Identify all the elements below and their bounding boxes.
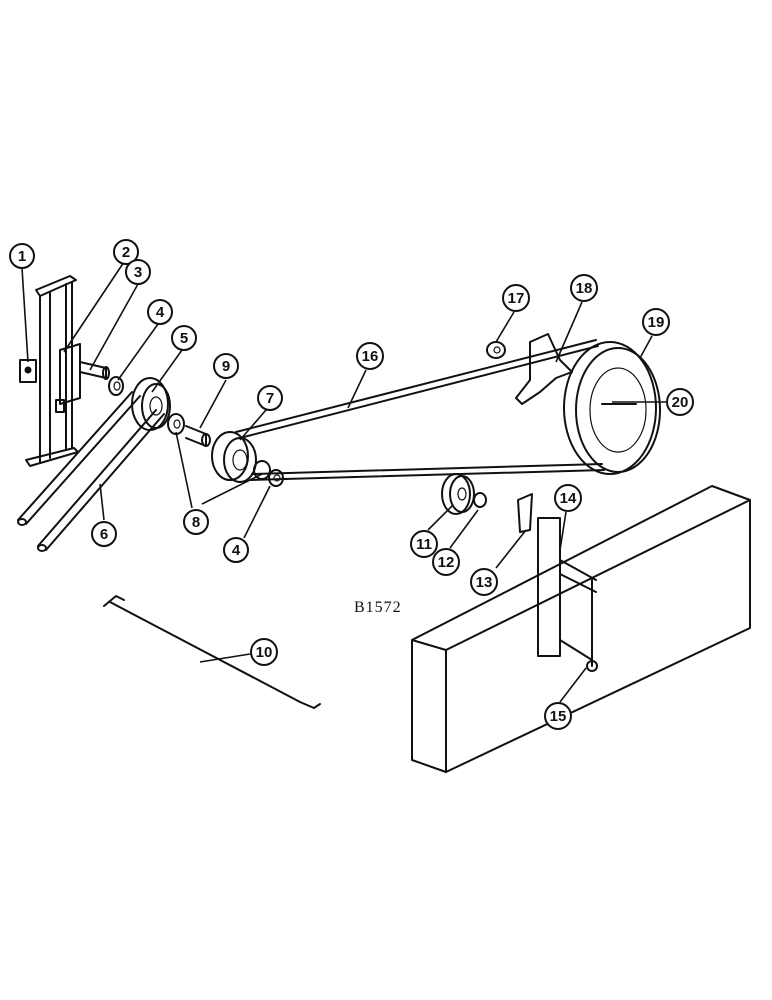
svg-text:9: 9 xyxy=(222,358,230,375)
callout-1: 1 xyxy=(9,243,35,269)
svg-text:12: 12 xyxy=(438,554,455,571)
svg-text:3: 3 xyxy=(134,264,142,281)
collar-upper-drawing xyxy=(108,376,124,396)
bearings-drawing xyxy=(167,413,284,487)
svg-text:6: 6 xyxy=(100,526,108,543)
svg-text:14: 14 xyxy=(560,490,577,507)
callout-4-lower: 4 xyxy=(223,537,249,563)
svg-text:18: 18 xyxy=(576,280,593,297)
svg-text:7: 7 xyxy=(266,390,274,407)
svg-text:11: 11 xyxy=(416,536,432,553)
callout-2: 2 xyxy=(113,239,139,265)
svg-text:17: 17 xyxy=(508,290,525,307)
callout-13: 13 xyxy=(470,568,498,596)
callout-12: 12 xyxy=(432,548,460,576)
callout-4-upper: 4 xyxy=(147,299,173,325)
idler-bracket-drawing xyxy=(486,333,573,405)
svg-text:20: 20 xyxy=(672,394,689,411)
callout-7: 7 xyxy=(257,385,283,411)
leader-lines xyxy=(21,261,666,703)
shaft-drawing xyxy=(59,343,110,405)
pulley-left-drawing xyxy=(131,377,171,431)
svg-text:5: 5 xyxy=(180,330,188,347)
drawing-code: B1572 xyxy=(354,599,402,616)
rods-drawing xyxy=(17,391,165,552)
svg-text:16: 16 xyxy=(362,348,379,365)
svg-text:4: 4 xyxy=(232,542,241,559)
callout-15: 15 xyxy=(544,702,572,730)
svg-text:8: 8 xyxy=(192,514,200,531)
callout-18: 18 xyxy=(570,274,598,302)
link-rod-drawing xyxy=(103,595,321,709)
frame-beam-drawing xyxy=(411,485,751,773)
callout-6: 6 xyxy=(91,521,117,547)
callout-11: 11 xyxy=(410,530,438,558)
large-sheave-drawing xyxy=(563,341,661,475)
drive-pulley-drawing xyxy=(211,431,257,483)
svg-text:19: 19 xyxy=(648,314,665,331)
svg-text:2: 2 xyxy=(122,244,130,261)
callout-17: 17 xyxy=(502,284,530,312)
svg-text:10: 10 xyxy=(256,644,273,661)
callout-3: 3 xyxy=(125,259,151,285)
callout-19: 19 xyxy=(642,308,670,336)
svg-text:15: 15 xyxy=(550,708,567,725)
svg-text:13: 13 xyxy=(476,574,493,591)
support-bracket-drawing xyxy=(19,275,79,467)
callout-20: 20 xyxy=(666,388,694,416)
svg-text:4: 4 xyxy=(156,304,165,321)
frame-mount-drawing xyxy=(537,517,598,672)
belt-drawing xyxy=(235,339,605,481)
callout-9: 9 xyxy=(213,353,239,379)
idler-pulley-drawing xyxy=(441,473,533,533)
callout-10: 10 xyxy=(250,638,278,666)
callout-5: 5 xyxy=(171,325,197,351)
callout-8: 8 xyxy=(183,509,209,535)
svg-text:1: 1 xyxy=(18,248,26,265)
callout-14: 14 xyxy=(554,484,582,512)
callout-16: 16 xyxy=(356,342,384,370)
